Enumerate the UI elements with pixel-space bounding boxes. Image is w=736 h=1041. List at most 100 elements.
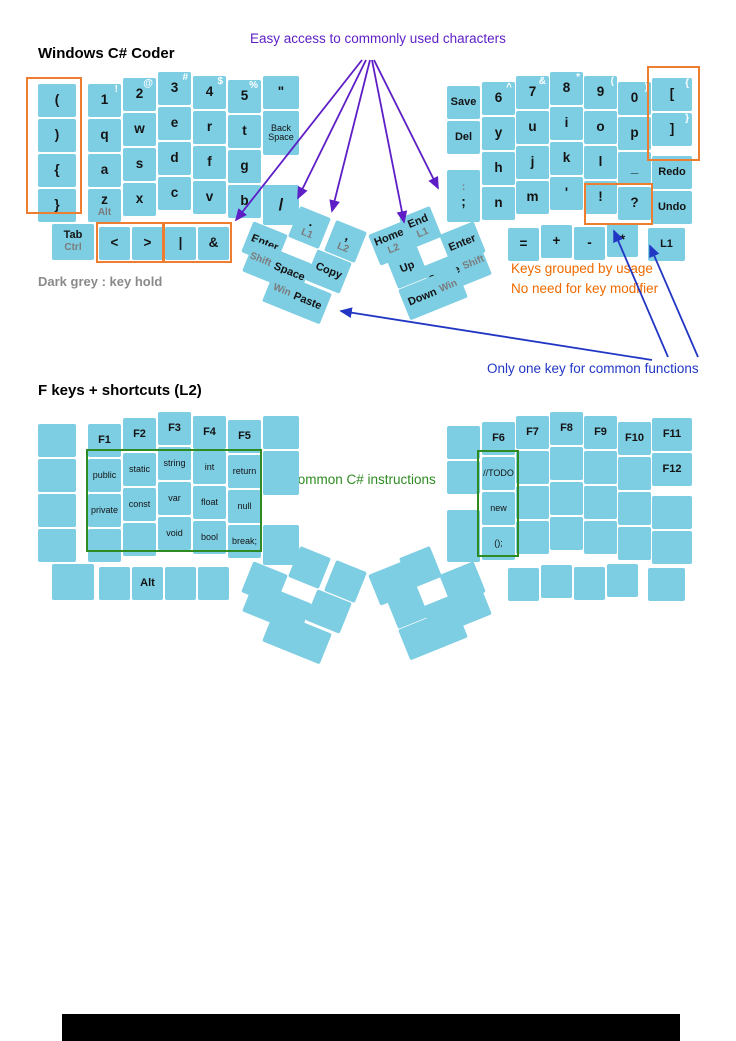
shift-legend: ^ [506, 82, 512, 93]
blank-key [541, 565, 572, 598]
key-l: l [584, 146, 617, 179]
key-legend: j [530, 154, 535, 170]
highlight-orange-box [26, 77, 82, 214]
key-close-brace: } [38, 189, 76, 222]
key-legend: return [232, 465, 257, 476]
key-f12: F12 [652, 453, 692, 486]
key-legend: ] [669, 121, 675, 137]
key-legend: d [170, 150, 179, 166]
key-alt: Alt [132, 567, 163, 600]
key-m: m [516, 181, 549, 214]
key-legend: int [204, 461, 215, 472]
annotation-key-hold: Dark grey : key hold [38, 274, 163, 289]
key-w: w [123, 113, 156, 146]
blank-key [263, 416, 299, 449]
key-legend: (); [494, 537, 503, 548]
key-4: $4 [193, 76, 226, 109]
shift-legend: ) [644, 82, 648, 93]
blank-key [38, 529, 76, 562]
key-legend: null [237, 500, 252, 511]
key-const: const [123, 488, 156, 521]
key-f2: F2 [123, 418, 156, 451]
key-legend: ( [54, 92, 60, 108]
key-f8: F8 [550, 412, 583, 445]
key-legend: | [178, 235, 183, 251]
key-legend: F6 [492, 431, 505, 444]
key-legend: 7 [528, 84, 537, 100]
key-p: p [618, 117, 651, 150]
annotation-one-key: Only one key for common functions [487, 361, 699, 376]
blank-key [618, 492, 651, 525]
key-i: i [550, 107, 583, 140]
key-h: h [482, 152, 515, 185]
key-j: j [516, 146, 549, 179]
key-legend: void [166, 527, 183, 538]
blank-key [607, 564, 638, 597]
blank-key [508, 568, 539, 601]
key-legend: l [598, 154, 603, 170]
key-9: (9 [584, 76, 617, 109]
shift-legend: { [685, 78, 689, 89]
key-7: &7 [516, 76, 549, 109]
key-x: x [123, 183, 156, 216]
key-legend: F11 [662, 427, 682, 440]
key-legend: F8 [560, 421, 573, 434]
key-f4: F4 [193, 416, 226, 449]
key-f6: F6 [482, 422, 515, 455]
key-plus: + [541, 225, 572, 258]
key-legend: break; [231, 535, 257, 546]
hold-legend: Alt [97, 206, 112, 218]
layer1-title: Windows C# Coder [38, 45, 175, 62]
key-legend: w [134, 121, 145, 137]
blank-key [618, 527, 651, 560]
key-s: s [123, 148, 156, 181]
key-legend: [ [669, 86, 675, 102]
layer2-title: F keys + shortcuts (L2) [38, 382, 202, 399]
key-legend: const [128, 498, 151, 509]
key-legend: F7 [526, 425, 539, 438]
key-null: null [228, 490, 261, 523]
annotation-easy-access: Easy access to commonly used characters [250, 31, 506, 46]
key-legend: 3 [170, 80, 179, 96]
key-f10: F10 [618, 422, 651, 455]
key-a: a [88, 154, 121, 187]
blank-key [38, 494, 76, 527]
key-f: f [193, 146, 226, 179]
hold-legend: : [461, 182, 466, 194]
key-2: @2 [123, 78, 156, 111]
key-todo-comment: //TODO [482, 457, 515, 490]
key-8: *8 [550, 72, 583, 105]
key-legend: Redo [658, 165, 686, 178]
key-legend: F1 [98, 433, 111, 446]
key-legend: h [494, 160, 503, 176]
key-v: v [193, 181, 226, 214]
blank-key [550, 517, 583, 550]
shift-legend: } [685, 113, 689, 124]
key-legend: var [168, 492, 181, 503]
key-legend: //TODO [483, 467, 514, 478]
highlight-green-box [477, 450, 519, 557]
blank-key [447, 461, 480, 494]
key-legend: ? [630, 195, 639, 211]
key-e: e [158, 107, 191, 140]
key-legend: - [587, 235, 592, 251]
key-legend: 0 [630, 90, 639, 106]
blank-key [652, 531, 692, 564]
key-legend: 6 [494, 90, 503, 106]
key-open-paren: ( [38, 84, 76, 117]
key-underscore: _ [618, 152, 651, 185]
blank-key [52, 564, 94, 600]
key-legend: x [135, 191, 144, 207]
blank-key [165, 567, 196, 600]
blank-key [263, 525, 299, 565]
annotation-csharp-instructions: Common C# instructions [288, 472, 436, 487]
key-legend: a [100, 162, 109, 178]
key-legend: F5 [238, 429, 251, 442]
key-legend: F4 [203, 425, 216, 438]
shift-legend: @ [143, 78, 153, 89]
key-minus: - [574, 227, 605, 260]
key-apostrophe: ' [550, 177, 583, 210]
blank-key [584, 451, 617, 484]
